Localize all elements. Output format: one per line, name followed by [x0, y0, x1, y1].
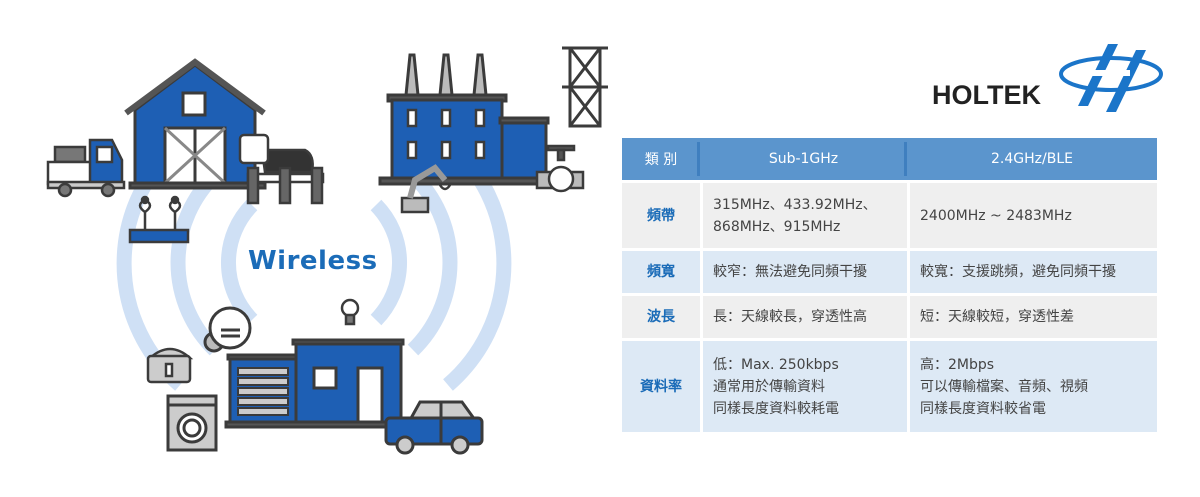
- illustration-graphic: [46, 46, 608, 455]
- row-category: 頻寬: [622, 251, 700, 293]
- table-row: 資料率 低：Max. 250kbps 通常用於傳輸資料 同樣長度資料較耗電 高：…: [622, 341, 1157, 432]
- smart-meter-icon: [203, 306, 252, 353]
- table-row: 頻帶 315MHz、433.92MHz、 868MHz、915MHz 2400M…: [622, 183, 1157, 248]
- house-garage-icon: [224, 338, 408, 429]
- iot-wireless-illustration: Wireless: [46, 46, 608, 455]
- cell-line: 高：2Mbps: [920, 356, 995, 373]
- truck-icon: [46, 138, 126, 198]
- pipe-valve-gauge-icon: [535, 144, 585, 193]
- cow-fence-icon: [238, 133, 325, 205]
- rice-cooker-icon: [146, 347, 194, 384]
- cell-line: 較窄：無法避免同頻干擾: [713, 264, 867, 280]
- cell-line: 2400MHz ~ 2483MHz: [920, 207, 1072, 224]
- cell-line: 868MHz、915MHz: [713, 218, 841, 235]
- table-row: 頻寬 較窄：無法避免同頻干擾 較寬：支援跳頻，避免同頻干擾: [622, 251, 1157, 293]
- row-sub1ghz-value: 315MHz、433.92MHz、 868MHz、915MHz: [700, 183, 907, 248]
- holtek-logo: HOLTEK: [928, 36, 1163, 116]
- cell-line: 通常用於傳輸資料: [713, 378, 825, 395]
- row-category: 波長: [622, 296, 700, 338]
- row-category: 頻帶: [622, 183, 700, 248]
- car-icon: [384, 400, 484, 455]
- row-sub1ghz-value: 較窄：無法避免同頻干擾: [700, 251, 907, 293]
- row-category: 資料率: [622, 341, 700, 432]
- light-bulb-icon: [340, 298, 360, 326]
- row-sub1ghz-value: 長：天線較長，穿透性高: [700, 296, 907, 338]
- row-24ghz-value: 較寬：支援跳頻，避免同頻干擾: [907, 251, 1157, 293]
- header-category: 類 別: [622, 138, 700, 180]
- cell-line: 同樣長度資料較耗電: [713, 400, 839, 417]
- row-24ghz-value: 高：2Mbps 可以傳輸檔案、音頻、視頻 同樣長度資料較省電: [907, 341, 1157, 432]
- holtek-logo-mark-icon: [1059, 44, 1163, 112]
- cell-line: 低：Max. 250kbps: [713, 356, 839, 373]
- cell-line: 短：天線較短，穿透性差: [920, 309, 1074, 325]
- cell-line: 同樣長度資料較省電: [920, 400, 1046, 417]
- header-sub1ghz: Sub-1GHz: [700, 138, 907, 180]
- washing-machine-icon: [166, 394, 218, 452]
- cell-line: 較寬：支援跳頻，避免同頻干擾: [920, 264, 1116, 280]
- barn-icon: [124, 58, 267, 190]
- comparison-table: 類 別 Sub-1GHz 2.4GHz/BLE 頻帶 315MHz、433.92…: [622, 135, 1157, 435]
- factory-icon: [378, 53, 552, 186]
- cell-line: 可以傳輸檔案、音頻、視頻: [920, 378, 1088, 395]
- cell-line: 315MHz、433.92MHz、: [713, 196, 877, 213]
- cell-line: 長：天線較長，穿透性高: [713, 309, 867, 325]
- plant-seedlings-icon: [128, 195, 190, 244]
- wireless-label: Wireless: [248, 246, 378, 276]
- table-header-row: 類 別 Sub-1GHz 2.4GHz/BLE: [622, 138, 1157, 180]
- robot-arm-icon: [400, 164, 452, 214]
- row-24ghz-value: 短：天線較短，穿透性差: [907, 296, 1157, 338]
- logo-text: HOLTEK: [932, 80, 1041, 110]
- transmission-tower-icon: [562, 46, 608, 128]
- header-24ghz-ble: 2.4GHz/BLE: [907, 138, 1157, 180]
- table-row: 波長 長：天線較長，穿透性高 短：天線較短，穿透性差: [622, 296, 1157, 338]
- row-24ghz-value: 2400MHz ~ 2483MHz: [907, 183, 1157, 248]
- row-sub1ghz-value: 低：Max. 250kbps 通常用於傳輸資料 同樣長度資料較耗電: [700, 341, 907, 432]
